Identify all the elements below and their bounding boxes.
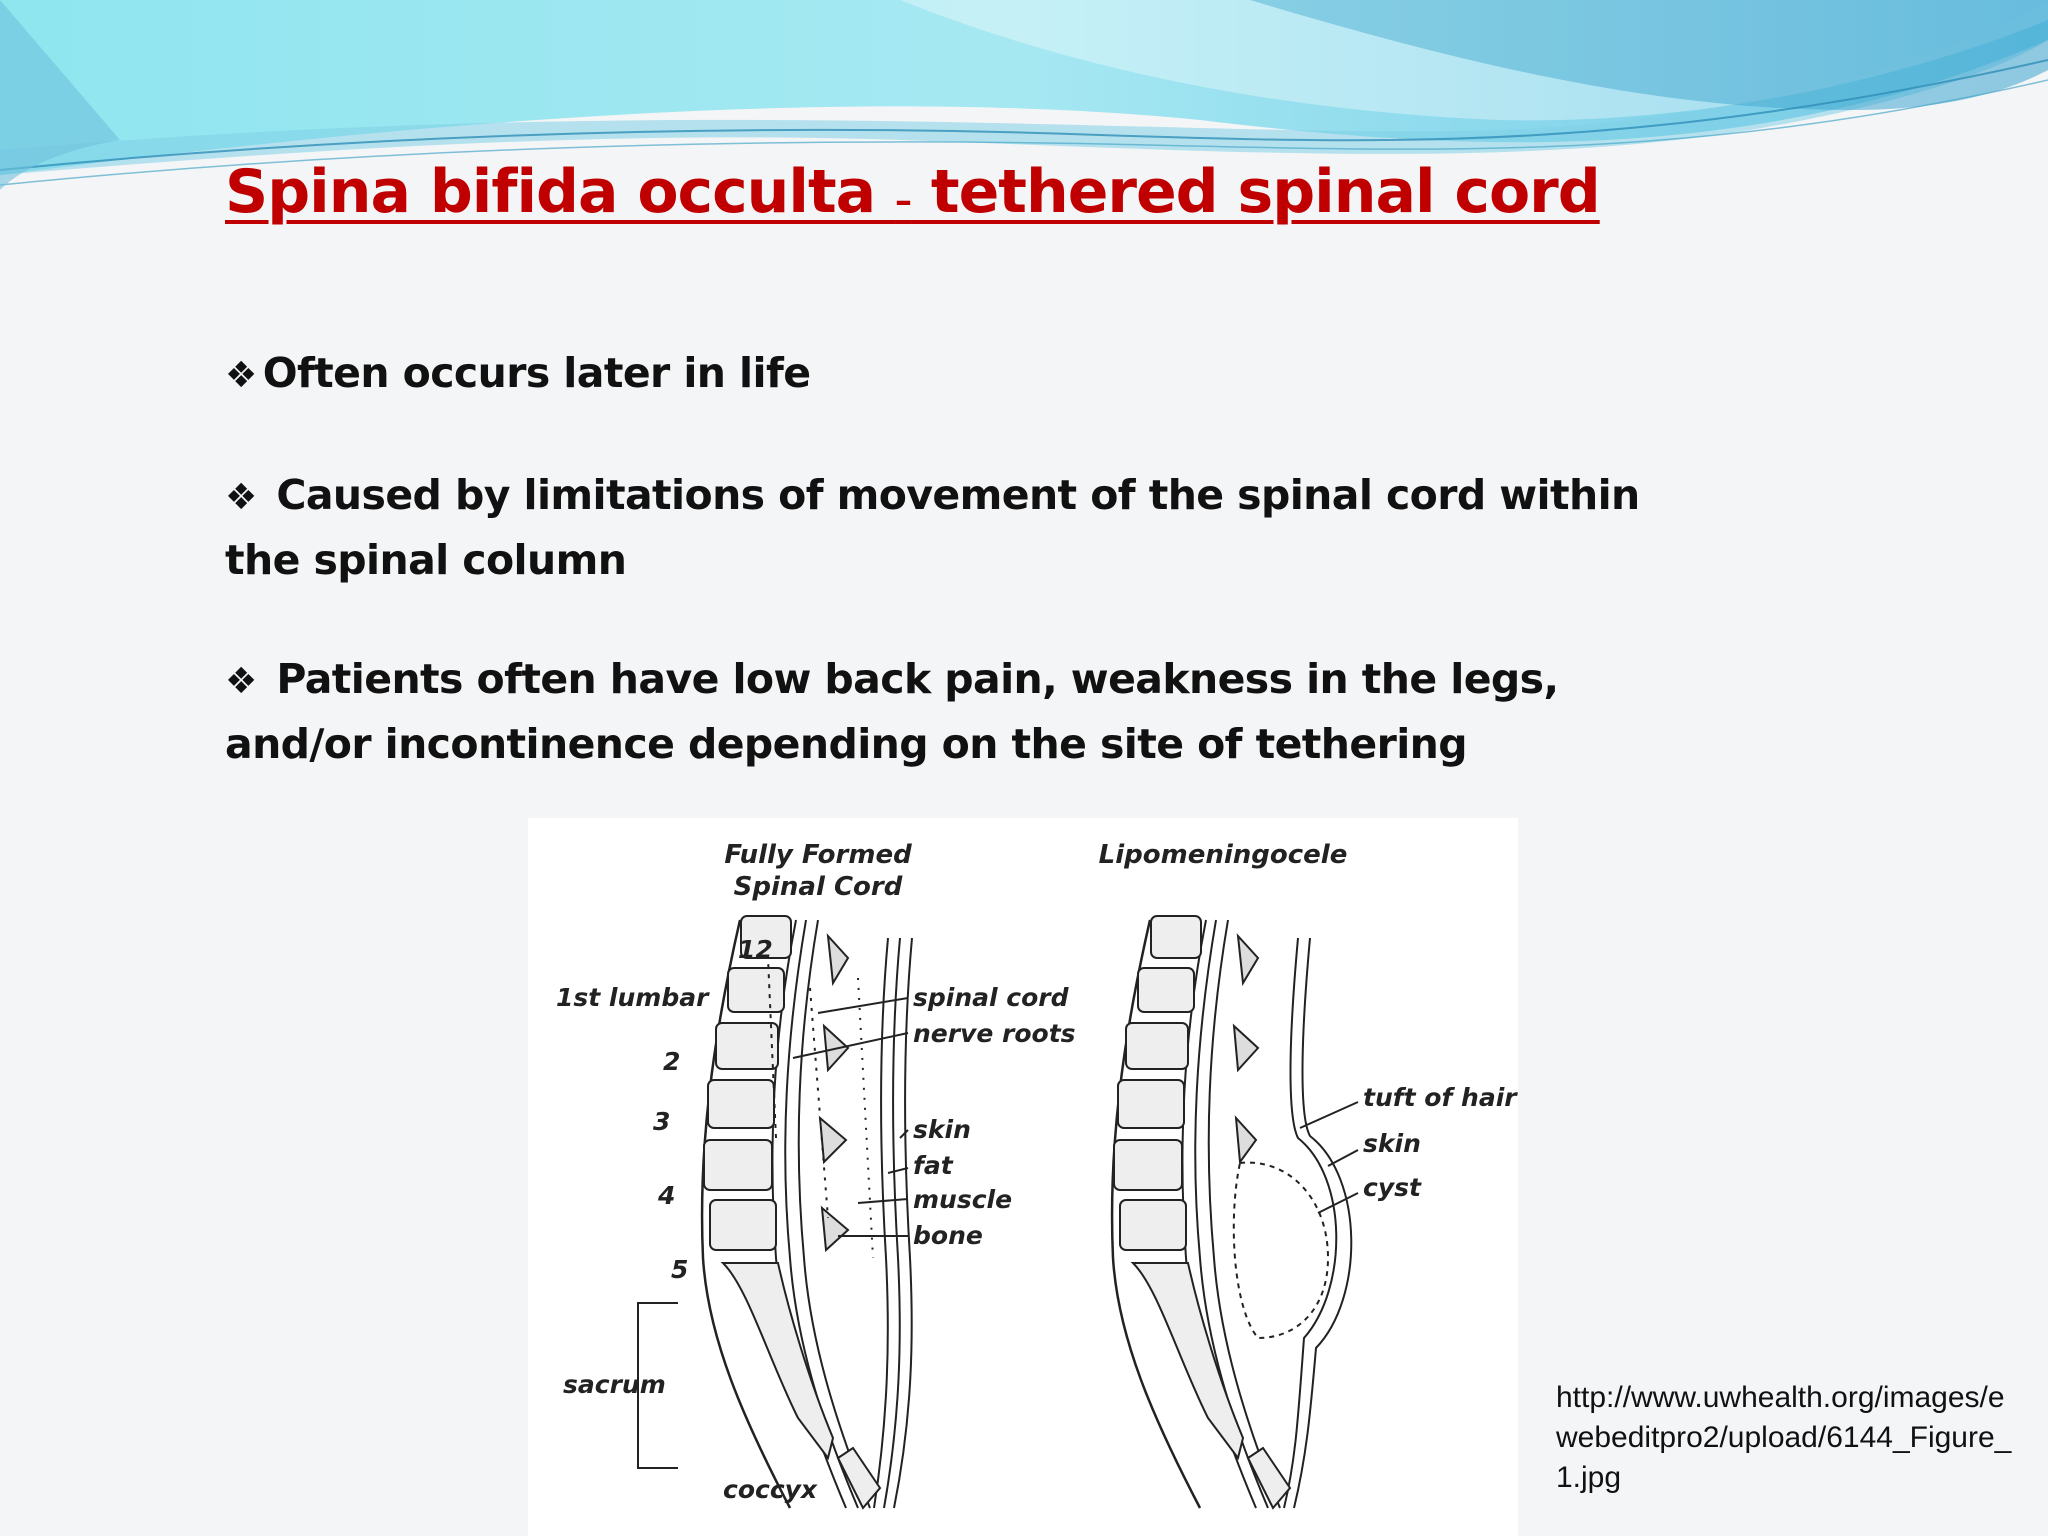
spine-diagram: Fully Formed Spinal Cord Lipomeningocele: [556, 840, 1518, 1510]
label-cyst: cyst: [1363, 1173, 1422, 1202]
vertebra-label-5: 5: [671, 1255, 688, 1284]
vertebra-label-1st-lumbar: 1st lumbar: [556, 983, 710, 1012]
spine-diagram-figure: Fully Formed Spinal Cord Lipomeningocele: [528, 818, 1518, 1536]
vertebra-label-4: 4: [657, 1181, 675, 1210]
vertebra-label-3: 3: [653, 1107, 670, 1136]
bullet-item: ❖ Caused by limitations of movement of t…: [225, 464, 1705, 591]
bullet-text: Caused by limitations of movement of the…: [225, 471, 1640, 584]
vertebra-label-12: 12: [738, 935, 773, 964]
left-diagram-title-line-1: Fully Formed: [724, 840, 912, 870]
label-skin-left: skin: [913, 1115, 971, 1144]
title-dash: –: [895, 181, 912, 221]
bullet-item: ❖Often occurs later in life: [225, 342, 1705, 407]
label-coccyx: coccyx: [723, 1475, 818, 1504]
label-muscle: muscle: [913, 1185, 1012, 1214]
bullet-text: Patients often have low back pain, weakn…: [225, 655, 1559, 768]
vertebra-label-2: 2: [663, 1047, 680, 1076]
label-sacrum: sacrum: [563, 1370, 666, 1399]
bullet-diamond-icon: ❖: [225, 355, 257, 396]
slide-title: Spina bifida occulta – tethered spinal c…: [225, 157, 1601, 227]
left-diagram-title-line-2: Spinal Cord: [734, 872, 903, 902]
right-diagram-title: Lipomeningocele: [1099, 840, 1348, 870]
label-tuft-of-hair: tuft of hair: [1363, 1083, 1518, 1112]
header-wave-decoration: [0, 0, 2048, 190]
bullet-diamond-icon: ❖: [225, 477, 257, 518]
label-nerve-roots: nerve roots: [913, 1019, 1076, 1048]
label-skin-right: skin: [1363, 1129, 1421, 1158]
bullet-diamond-icon: ❖: [225, 661, 257, 702]
title-part-1: Spina bifida occulta: [225, 157, 896, 227]
label-fat: fat: [913, 1151, 954, 1180]
image-source-url: http://www.uwhealth.org/images/ewebeditp…: [1556, 1381, 2012, 1494]
bullet-text: Often occurs later in life: [262, 349, 811, 397]
left-spine-illustration: [637, 915, 913, 1510]
label-bone: bone: [913, 1221, 983, 1250]
label-spinal-cord: spinal cord: [913, 983, 1070, 1012]
bullet-item: ❖ Patients often have low back pain, wea…: [225, 648, 1705, 775]
right-spine-illustration: [1110, 915, 1359, 1510]
title-part-2: tethered spinal cord: [911, 157, 1601, 227]
